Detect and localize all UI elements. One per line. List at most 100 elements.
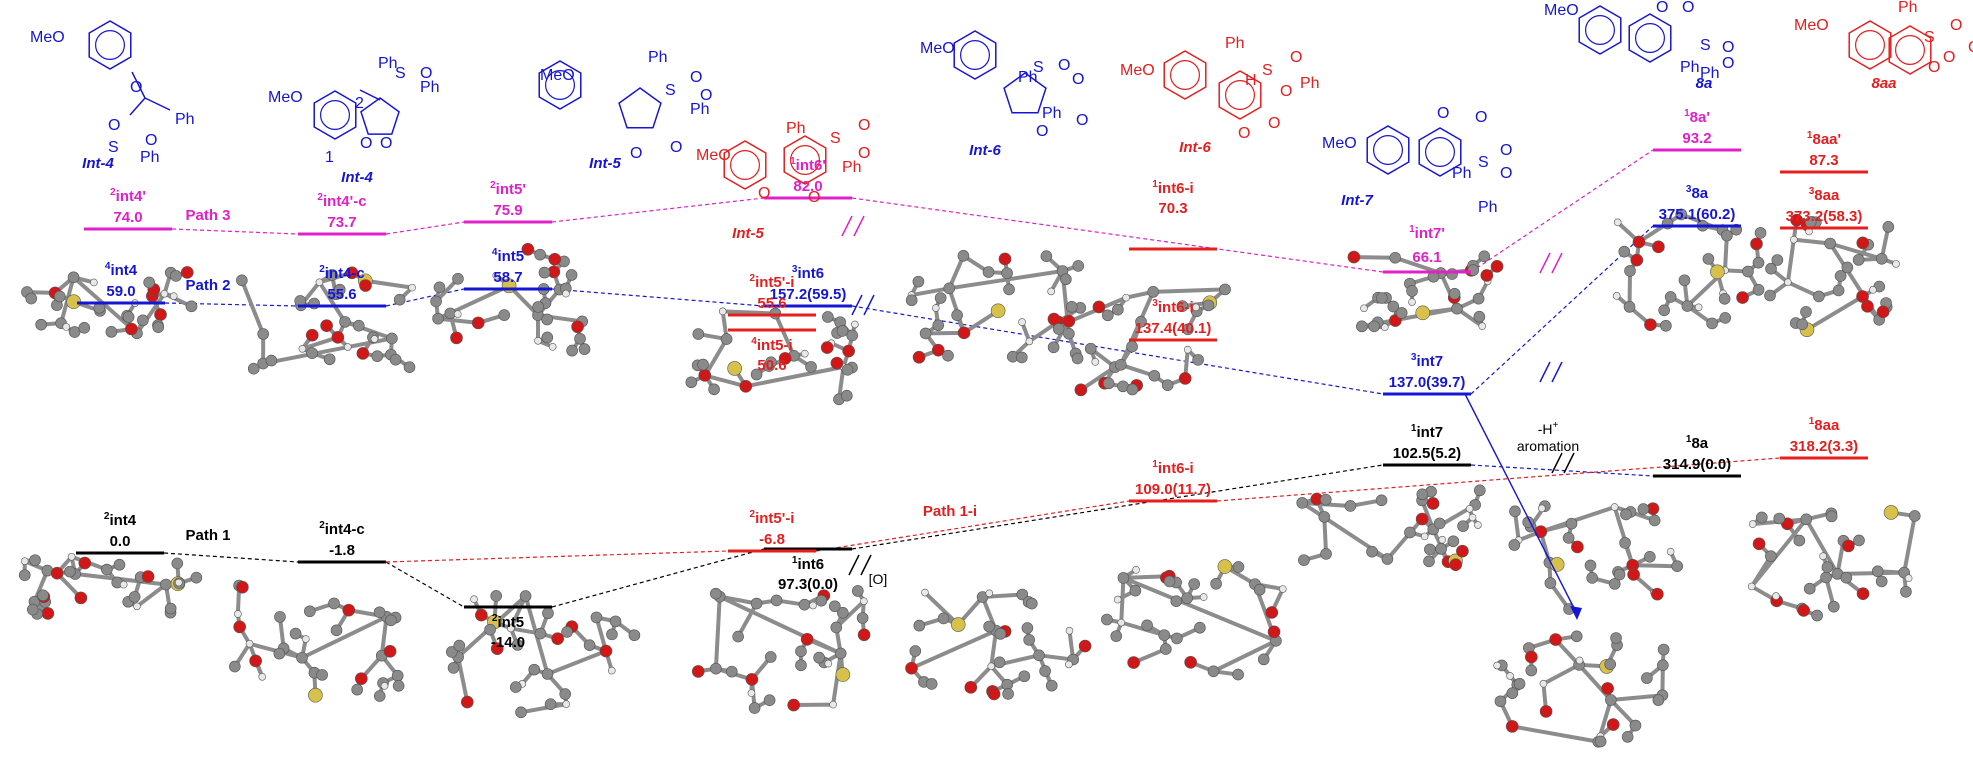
- break-mark: [863, 294, 875, 316]
- structure-name: Int-5: [589, 155, 621, 172]
- atom-label: O: [380, 135, 392, 152]
- level-name: 2int4: [104, 511, 137, 529]
- level-name: 2int4'-c: [317, 192, 366, 210]
- connector: [851, 464, 1384, 550]
- aromation-note: aromation: [1517, 438, 1579, 454]
- molecule-model: [1347, 250, 1504, 333]
- level-name: 2int5'-i: [750, 509, 795, 527]
- atom-label: O: [145, 132, 157, 149]
- atom-label: MeO: [1544, 2, 1579, 19]
- path-label-3: Path 3: [185, 207, 230, 224]
- level-value: 70.3: [1158, 200, 1187, 217]
- break-mark: [1551, 452, 1563, 474]
- level-name: 2int5': [490, 180, 526, 198]
- level-value: 55.6: [327, 286, 356, 303]
- atom-label: O: [1656, 0, 1668, 16]
- atom-label: O: [690, 69, 702, 86]
- level-value: 137.4(40.1): [1135, 320, 1212, 337]
- molecule-model: [1508, 500, 1684, 615]
- level-name: 1int6: [792, 555, 824, 573]
- atom-label: MeO: [920, 40, 955, 57]
- atom-label: O: [1072, 71, 1084, 88]
- level-value: 373.2(58.3): [1786, 208, 1863, 225]
- atom-label: S: [1700, 37, 1711, 54]
- molecule-models: [18, 208, 1921, 748]
- energy-level: 2int4 0.0: [76, 511, 164, 555]
- atom-label: Ph: [648, 49, 668, 66]
- atom-label: O: [1950, 17, 1962, 34]
- connector: [163, 552, 299, 563]
- atom-label: O: [1475, 109, 1487, 126]
- break-mark: [1551, 361, 1563, 383]
- atom-label: Ph: [140, 149, 160, 166]
- connector: [385, 550, 729, 563]
- atom-label: Ph: [842, 159, 862, 176]
- structure-name: Int-6: [969, 142, 1001, 159]
- level-name: 18a': [1684, 108, 1710, 126]
- level-name: 4int5: [492, 247, 524, 265]
- connector: [551, 288, 765, 307]
- atom-label: O: [858, 117, 870, 134]
- connector: [851, 305, 1384, 395]
- atom-label: S: [1262, 62, 1273, 79]
- atom-label: 2: [355, 95, 364, 112]
- atom-label: Ph: [786, 120, 806, 137]
- energy-level: 1int6-i 70.3: [1129, 179, 1217, 251]
- axis-break-marks: [841, 215, 1575, 576]
- connector: [1470, 149, 1654, 273]
- atom-label: O: [1943, 49, 1955, 66]
- break-mark: [848, 554, 860, 576]
- level-name: 1int6-i: [1152, 179, 1193, 197]
- structure-name: Int-7: [1341, 192, 1373, 209]
- level-value: 97.3(0.0): [778, 576, 838, 593]
- molecule-model: [1747, 505, 1921, 622]
- atom-label: O: [700, 87, 712, 104]
- atom-label: 1: [325, 149, 334, 166]
- level-value: 75.9: [493, 202, 522, 219]
- level-value: 375.1(60.2): [1659, 206, 1736, 223]
- level-value: -1.8: [329, 542, 355, 559]
- level-name: 1int6': [790, 156, 826, 174]
- level-name: 3int6-i: [1152, 298, 1193, 316]
- level-name: 38aa: [1809, 186, 1840, 204]
- atom-label: Ph: [1452, 165, 1472, 182]
- level-value: 0.0: [110, 533, 131, 550]
- atom-label: O: [1437, 105, 1449, 122]
- decay-arrow-head: [1570, 606, 1582, 620]
- molecule-model: [1047, 283, 1231, 397]
- atom-label: O: [630, 145, 642, 162]
- molecule-model: [18, 552, 203, 620]
- molecule-model: [1764, 213, 1900, 337]
- structure-name: Int-4: [341, 169, 373, 186]
- structure-name: Int-6: [1179, 139, 1211, 156]
- level-name: 2int5'-i: [750, 273, 795, 291]
- break-mark: [1539, 361, 1551, 383]
- atom-label: MeO: [268, 89, 303, 106]
- atom-label: S: [830, 130, 841, 147]
- break-mark: [1539, 252, 1551, 274]
- energy-level: 2int4'74.0: [84, 187, 172, 231]
- break-mark: [1551, 252, 1563, 274]
- atom-label: O: [1928, 59, 1940, 76]
- level-value: 66.1: [1412, 249, 1441, 266]
- atom-label: O: [108, 117, 120, 134]
- atom-label: MeO: [1120, 62, 1155, 79]
- break-mark: [841, 215, 853, 237]
- molecule-model: [685, 307, 859, 406]
- atom-label: S: [1924, 29, 1935, 46]
- atom-label: O: [1968, 39, 1973, 56]
- level-name: 18a: [1686, 434, 1709, 452]
- molecule-model: [905, 249, 1087, 365]
- level-value: 318.2(3.3): [1790, 438, 1858, 455]
- energy-level: 4int5-i50.6: [728, 328, 816, 374]
- connector: [851, 197, 1384, 273]
- molecule-model: [430, 243, 591, 357]
- atom-label: Ph: [1225, 35, 1245, 52]
- level-value: 109.0(11.7): [1135, 481, 1211, 498]
